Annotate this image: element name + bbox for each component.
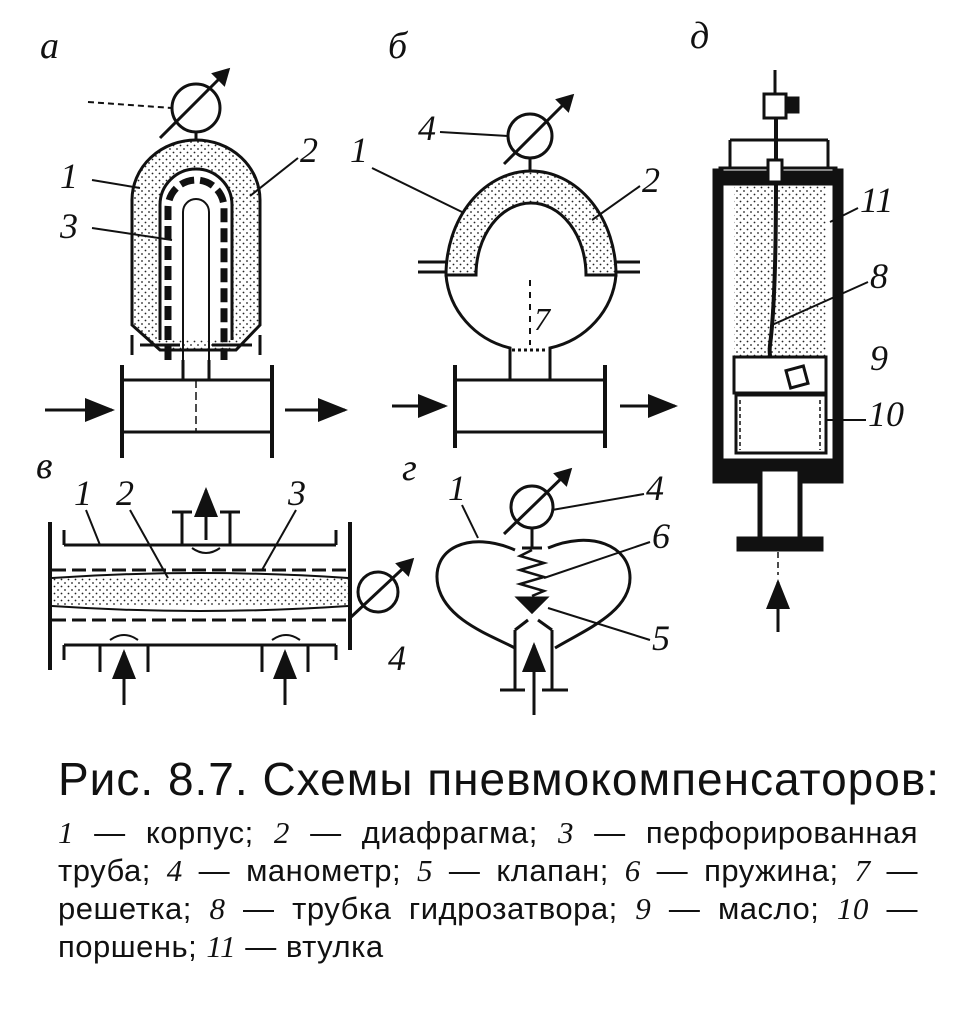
- panel-g: г 1 4 6 5: [402, 447, 670, 715]
- callout-g-1: 1: [448, 468, 466, 508]
- callout-a-3: 3: [59, 206, 78, 246]
- panel-label-v: в: [36, 445, 53, 487]
- callout-b-4: 4: [418, 108, 436, 148]
- legend-num: 3: [558, 815, 574, 850]
- panel-b: б 1 2 4 7: [350, 25, 678, 448]
- legend-num: 6: [624, 853, 641, 888]
- callout-d-8: 8: [870, 256, 888, 296]
- panel-label-a: а: [40, 25, 59, 67]
- legend-text: диафрагма: [361, 815, 529, 850]
- legend-text: трубка гидрозатвора: [292, 891, 609, 926]
- legend-text: клапан: [496, 853, 600, 888]
- legend-num: 1: [58, 815, 74, 850]
- callout-v-3: 3: [287, 473, 306, 513]
- legend-num: 11: [206, 929, 237, 964]
- panel-label-d: д: [690, 15, 709, 57]
- diaphragm-b: [444, 169, 618, 277]
- legend-num: 7: [854, 853, 871, 888]
- legend-num: 10: [836, 891, 869, 926]
- pressure-gauge-a: [87, 67, 231, 142]
- callout-b-1: 1: [350, 130, 368, 170]
- callout-v-1: 1: [74, 473, 92, 513]
- perforated-tube-a: [164, 176, 228, 360]
- legend-num: 5: [417, 853, 434, 888]
- legend-text: перфорированная труба: [58, 815, 918, 888]
- callout-g-4: 4: [646, 468, 664, 508]
- figure-legend: 1 — корпус; 2 — диафрагма; 3 — перфориро…: [58, 815, 918, 964]
- callout-v-2: 2: [116, 473, 134, 513]
- figure-caption-title: Рис. 8.7. Схемы пневмокомпенсаторов:: [58, 753, 941, 805]
- valve-g: [514, 596, 550, 615]
- callout-g-6: 6: [652, 516, 670, 556]
- callout-b-7: 7: [534, 301, 552, 337]
- callout-d-9: 9: [870, 338, 888, 378]
- compensator-schemes-figure: а 1 2 3: [36, 15, 904, 715]
- callout-v-4: 4: [388, 638, 406, 678]
- pressure-gauge-v: [348, 557, 415, 620]
- legend-num: 4: [166, 853, 183, 888]
- legend-num: 2: [273, 815, 290, 850]
- spring-g: [515, 548, 549, 598]
- piston-d: [734, 393, 828, 455]
- legend-text: втулка: [285, 929, 384, 964]
- housing-g: [435, 538, 632, 650]
- panel-v: в: [36, 445, 415, 705]
- diaphragm-v: [52, 578, 348, 606]
- legend-text: масло: [717, 891, 811, 926]
- legend-text: корпус: [145, 815, 245, 850]
- panel-d: д 11 8 9: [690, 15, 904, 632]
- callout-d-10: 10: [868, 394, 904, 434]
- callout-d-11: 11: [860, 180, 893, 220]
- callout-b-2: 2: [642, 160, 660, 200]
- callout-a-1: 1: [60, 156, 78, 196]
- pipe-b: [453, 378, 607, 434]
- legend-num: 9: [635, 891, 652, 926]
- panel-a: а 1 2 3: [40, 25, 348, 458]
- housing-b: [444, 274, 618, 368]
- top-valve-d: [762, 92, 788, 120]
- legend-text: манометр: [246, 853, 392, 888]
- panel-label-g: г: [402, 447, 417, 489]
- legend-text: пружина: [704, 853, 830, 888]
- pressure-gauge-b: [502, 93, 575, 178]
- callout-g-5: 5: [652, 618, 670, 658]
- callout-a-2: 2: [300, 130, 318, 170]
- panel-label-b: б: [388, 25, 409, 67]
- legend-num: 8: [209, 891, 226, 926]
- oil-d: [732, 355, 828, 395]
- legend-text: поршень: [58, 929, 189, 964]
- pressure-gauge-g: [502, 467, 573, 548]
- legend-text: решетка: [58, 891, 183, 926]
- pipe-a: [120, 378, 274, 434]
